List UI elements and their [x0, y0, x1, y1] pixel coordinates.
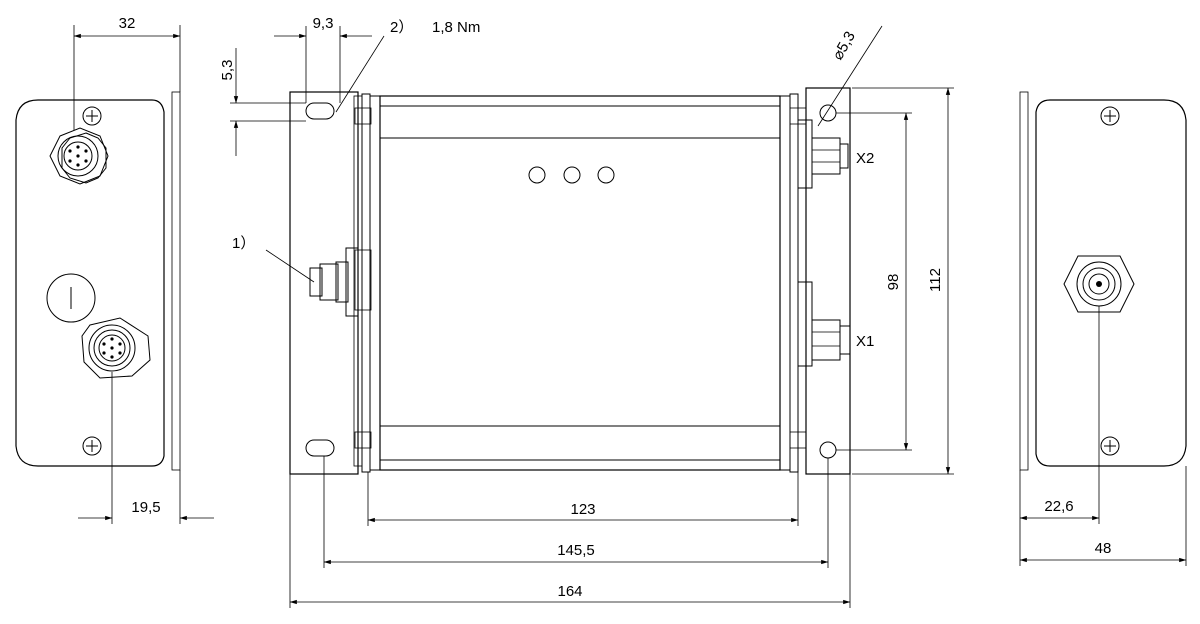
right-end-cap: [789, 93, 799, 473]
connector-label-x1: X1: [856, 333, 874, 350]
note-1-marker: 1）: [232, 235, 255, 252]
dim-left-width: 32: [119, 15, 136, 32]
right-flange: [805, 87, 851, 475]
left-end-cap: [361, 93, 371, 473]
led-indicator-2: [563, 166, 581, 184]
pressure-compensation-connector: [309, 247, 359, 317]
torque-note: 1,8 Nm: [432, 19, 480, 36]
m12-connector-icon: [81, 317, 151, 379]
left-mounting-flange: [171, 91, 181, 471]
dim-width-164: 164: [557, 583, 582, 600]
screw-icon: [1100, 436, 1120, 456]
dim-hole-diameter: ⌀5,3: [829, 29, 859, 63]
left-end-plate: [369, 95, 381, 471]
mounting-slot: [305, 102, 335, 120]
screw-icon: [82, 436, 102, 456]
coaxial-connector-icon: [1063, 255, 1135, 313]
dim-width-123: 123: [570, 501, 595, 518]
right-housing-outline: [1035, 99, 1187, 467]
dim-left-offset: 19,5: [131, 499, 160, 516]
dim-height-total: 112: [927, 268, 944, 292]
housing-body: [379, 95, 781, 471]
left-flange: [289, 91, 359, 475]
note-2-marker: 2）: [390, 19, 413, 36]
connector-x2: [797, 119, 849, 189]
mounting-slot: [305, 439, 335, 457]
dim-right-offset: 22,6: [1044, 498, 1073, 515]
right-side-view: 22,6 48: [1019, 91, 1187, 566]
dim-width-145: 145,5: [557, 542, 595, 559]
screw-icon: [82, 106, 102, 126]
connector-x1: [797, 281, 851, 367]
left-side-view: 32 19,5: [15, 15, 214, 524]
dim-slot-width: 9,3: [313, 15, 334, 32]
connector-label-x2: X2: [856, 150, 874, 167]
m12-connector-icon: [49, 127, 109, 185]
dim-height-inner: 98: [885, 274, 902, 291]
dim-right-width: 48: [1095, 540, 1112, 557]
pressure-compensation-element-icon: [46, 273, 96, 323]
right-end-plate: [779, 95, 791, 471]
led-indicator-1: [528, 166, 546, 184]
dim-slot-height: 5,3: [219, 60, 236, 81]
right-mounting-flange: [1019, 91, 1029, 471]
screw-icon: [1100, 106, 1120, 126]
led-indicator-3: [597, 166, 615, 184]
front-view: X2 X1 9,3 2） 1,8 Nm 5,3 1） ⌀5,3 98: [219, 15, 954, 608]
